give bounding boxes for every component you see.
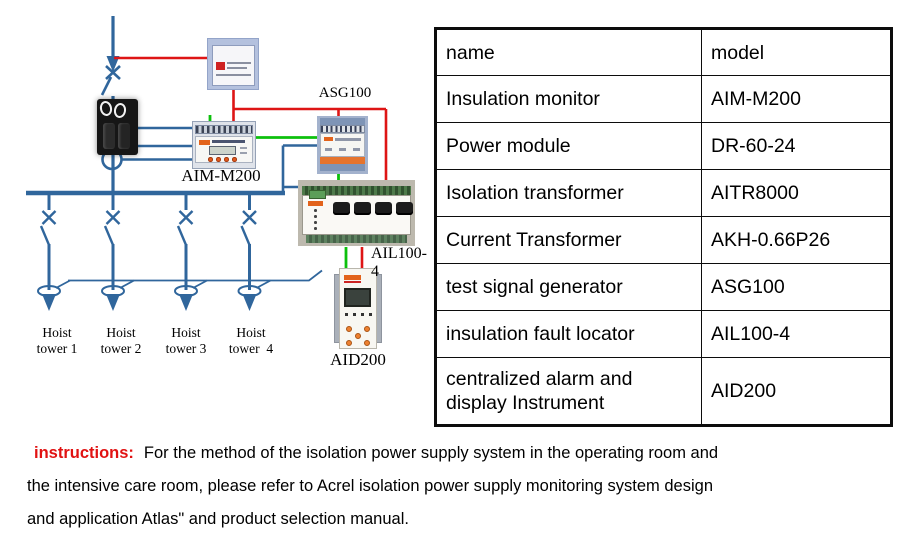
model-spec-table: name model Insulation monitor AIM-M200 P… (434, 27, 893, 427)
breaker-icon (178, 210, 194, 225)
ct-connector (375, 202, 392, 215)
breaker-icon (105, 210, 121, 225)
table-row: insulation fault locator AIL100-4 (435, 310, 892, 358)
cell-model: AITR8000 (701, 169, 892, 217)
table-row: Isolation transformer AITR8000 (435, 169, 892, 217)
din-rail-strip (302, 186, 411, 195)
cell-model: DR-60-24 (701, 122, 892, 170)
ct-connector (354, 202, 371, 215)
button-icon (364, 340, 370, 346)
ail100-4-device (298, 180, 415, 246)
terminal-strip (320, 125, 365, 133)
label-hoist-tower-3: Hoist tower 3 (165, 325, 207, 356)
power-module-logo (216, 62, 225, 70)
feeder-1 (37, 195, 71, 311)
acrel-logo (199, 140, 210, 145)
winding-icon (112, 102, 128, 119)
feeder-4 (237, 195, 271, 311)
led-icon (314, 221, 317, 224)
cell-name: Insulation monitor (435, 75, 702, 123)
button-icon (232, 157, 237, 162)
cell-name: Current Transformer (435, 216, 702, 264)
asg100-device (317, 116, 368, 174)
breaker-icon (242, 210, 257, 225)
acrel-logo (308, 201, 323, 206)
arrow-down-icon (106, 56, 120, 72)
button-icon (355, 333, 361, 339)
winding-icon (98, 99, 114, 118)
table-row: Insulation monitor AIM-M200 (435, 75, 892, 123)
power-module-device (207, 38, 259, 90)
isolation-transformer-device (97, 99, 138, 155)
cell-name: insulation fault locator (435, 310, 702, 358)
label-asg100: ASG100 (318, 85, 372, 101)
feeder-2 (101, 195, 135, 311)
cell-name: Isolation transformer (435, 169, 702, 217)
aid200-device (334, 268, 382, 349)
button-icon (208, 157, 213, 162)
ct-signal-line (68, 269, 323, 282)
red-power-wires (114, 56, 388, 269)
button-icon (364, 326, 370, 332)
lcd-display (344, 288, 371, 307)
instructions-line-3: and application Atlas" and product selec… (27, 510, 409, 528)
ct-connector (333, 202, 350, 215)
outgoing-feeders (37, 195, 323, 311)
led-icon (314, 209, 317, 212)
instructions-line-2: the intensive care room, please refer to… (27, 477, 714, 495)
table-row: test signal generator ASG100 (435, 263, 892, 311)
cell-model: AIM-M200 (701, 75, 892, 123)
indicator-icon (353, 313, 356, 316)
transformer-to-aim-wires (121, 126, 192, 161)
table-row: Power module DR-60-24 (435, 122, 892, 170)
label-hoist-tower-1: Hoist tower 1 (36, 325, 78, 356)
cell-model: ASG100 (701, 263, 892, 311)
header-name: name (435, 28, 702, 76)
button-icon (224, 157, 229, 162)
terminal-strip (195, 125, 253, 134)
lcd-display (209, 146, 236, 155)
ct-connector (396, 202, 413, 215)
cell-model: AKH-0.66P26 (701, 216, 892, 264)
table-header-row: name model (435, 28, 892, 76)
led-icon (314, 227, 317, 230)
bus-to-asg-ail-wires (281, 144, 317, 191)
aim-m200-device (192, 121, 256, 169)
indicator-icon (345, 313, 348, 316)
power-module-face (212, 45, 255, 86)
instructions-block: instructions:For the method of the isola… (27, 437, 889, 535)
label-hoist-tower-2: Hoist tower 2 (100, 325, 142, 356)
instructions-label: instructions: (34, 444, 134, 462)
indicator-icon (369, 313, 372, 316)
breaker-icon (100, 65, 121, 96)
arrow-down-icon (179, 294, 193, 311)
label-aim-m200: AIM-M200 (181, 166, 261, 185)
cell-name: centralized alarm and display Instrument (435, 357, 702, 426)
label-ail100-4: AIL100-4 (371, 245, 427, 280)
feeder-3 (174, 195, 208, 311)
button-icon (216, 157, 221, 162)
terminal-strip (306, 235, 407, 243)
header-model: model (701, 28, 892, 76)
label-hoist-tower-4: Hoist tower 4 (228, 325, 274, 356)
cell-model: AIL100-4 (701, 310, 892, 358)
cell-name: Power module (435, 122, 702, 170)
acrel-logo (324, 137, 333, 141)
table-row: Current Transformer AKH-0.66P26 (435, 216, 892, 264)
instructions-line-1: instructions:For the method of the isola… (34, 444, 719, 462)
cell-model: AID200 (701, 357, 892, 426)
arrow-down-icon (242, 294, 257, 311)
acrel-logo (344, 275, 361, 280)
green-terminal (309, 190, 326, 199)
arrow-down-icon (106, 294, 120, 311)
indicator-icon (361, 313, 364, 316)
arrow-down-icon (42, 294, 56, 311)
button-icon (346, 340, 352, 346)
button-icon (346, 326, 352, 332)
breaker-icon (41, 210, 57, 225)
cell-name: test signal generator (435, 263, 702, 311)
label-aid200: AID200 (330, 350, 386, 369)
led-icon (314, 215, 317, 218)
table-row: centralized alarm and display Instrument… (435, 357, 892, 426)
